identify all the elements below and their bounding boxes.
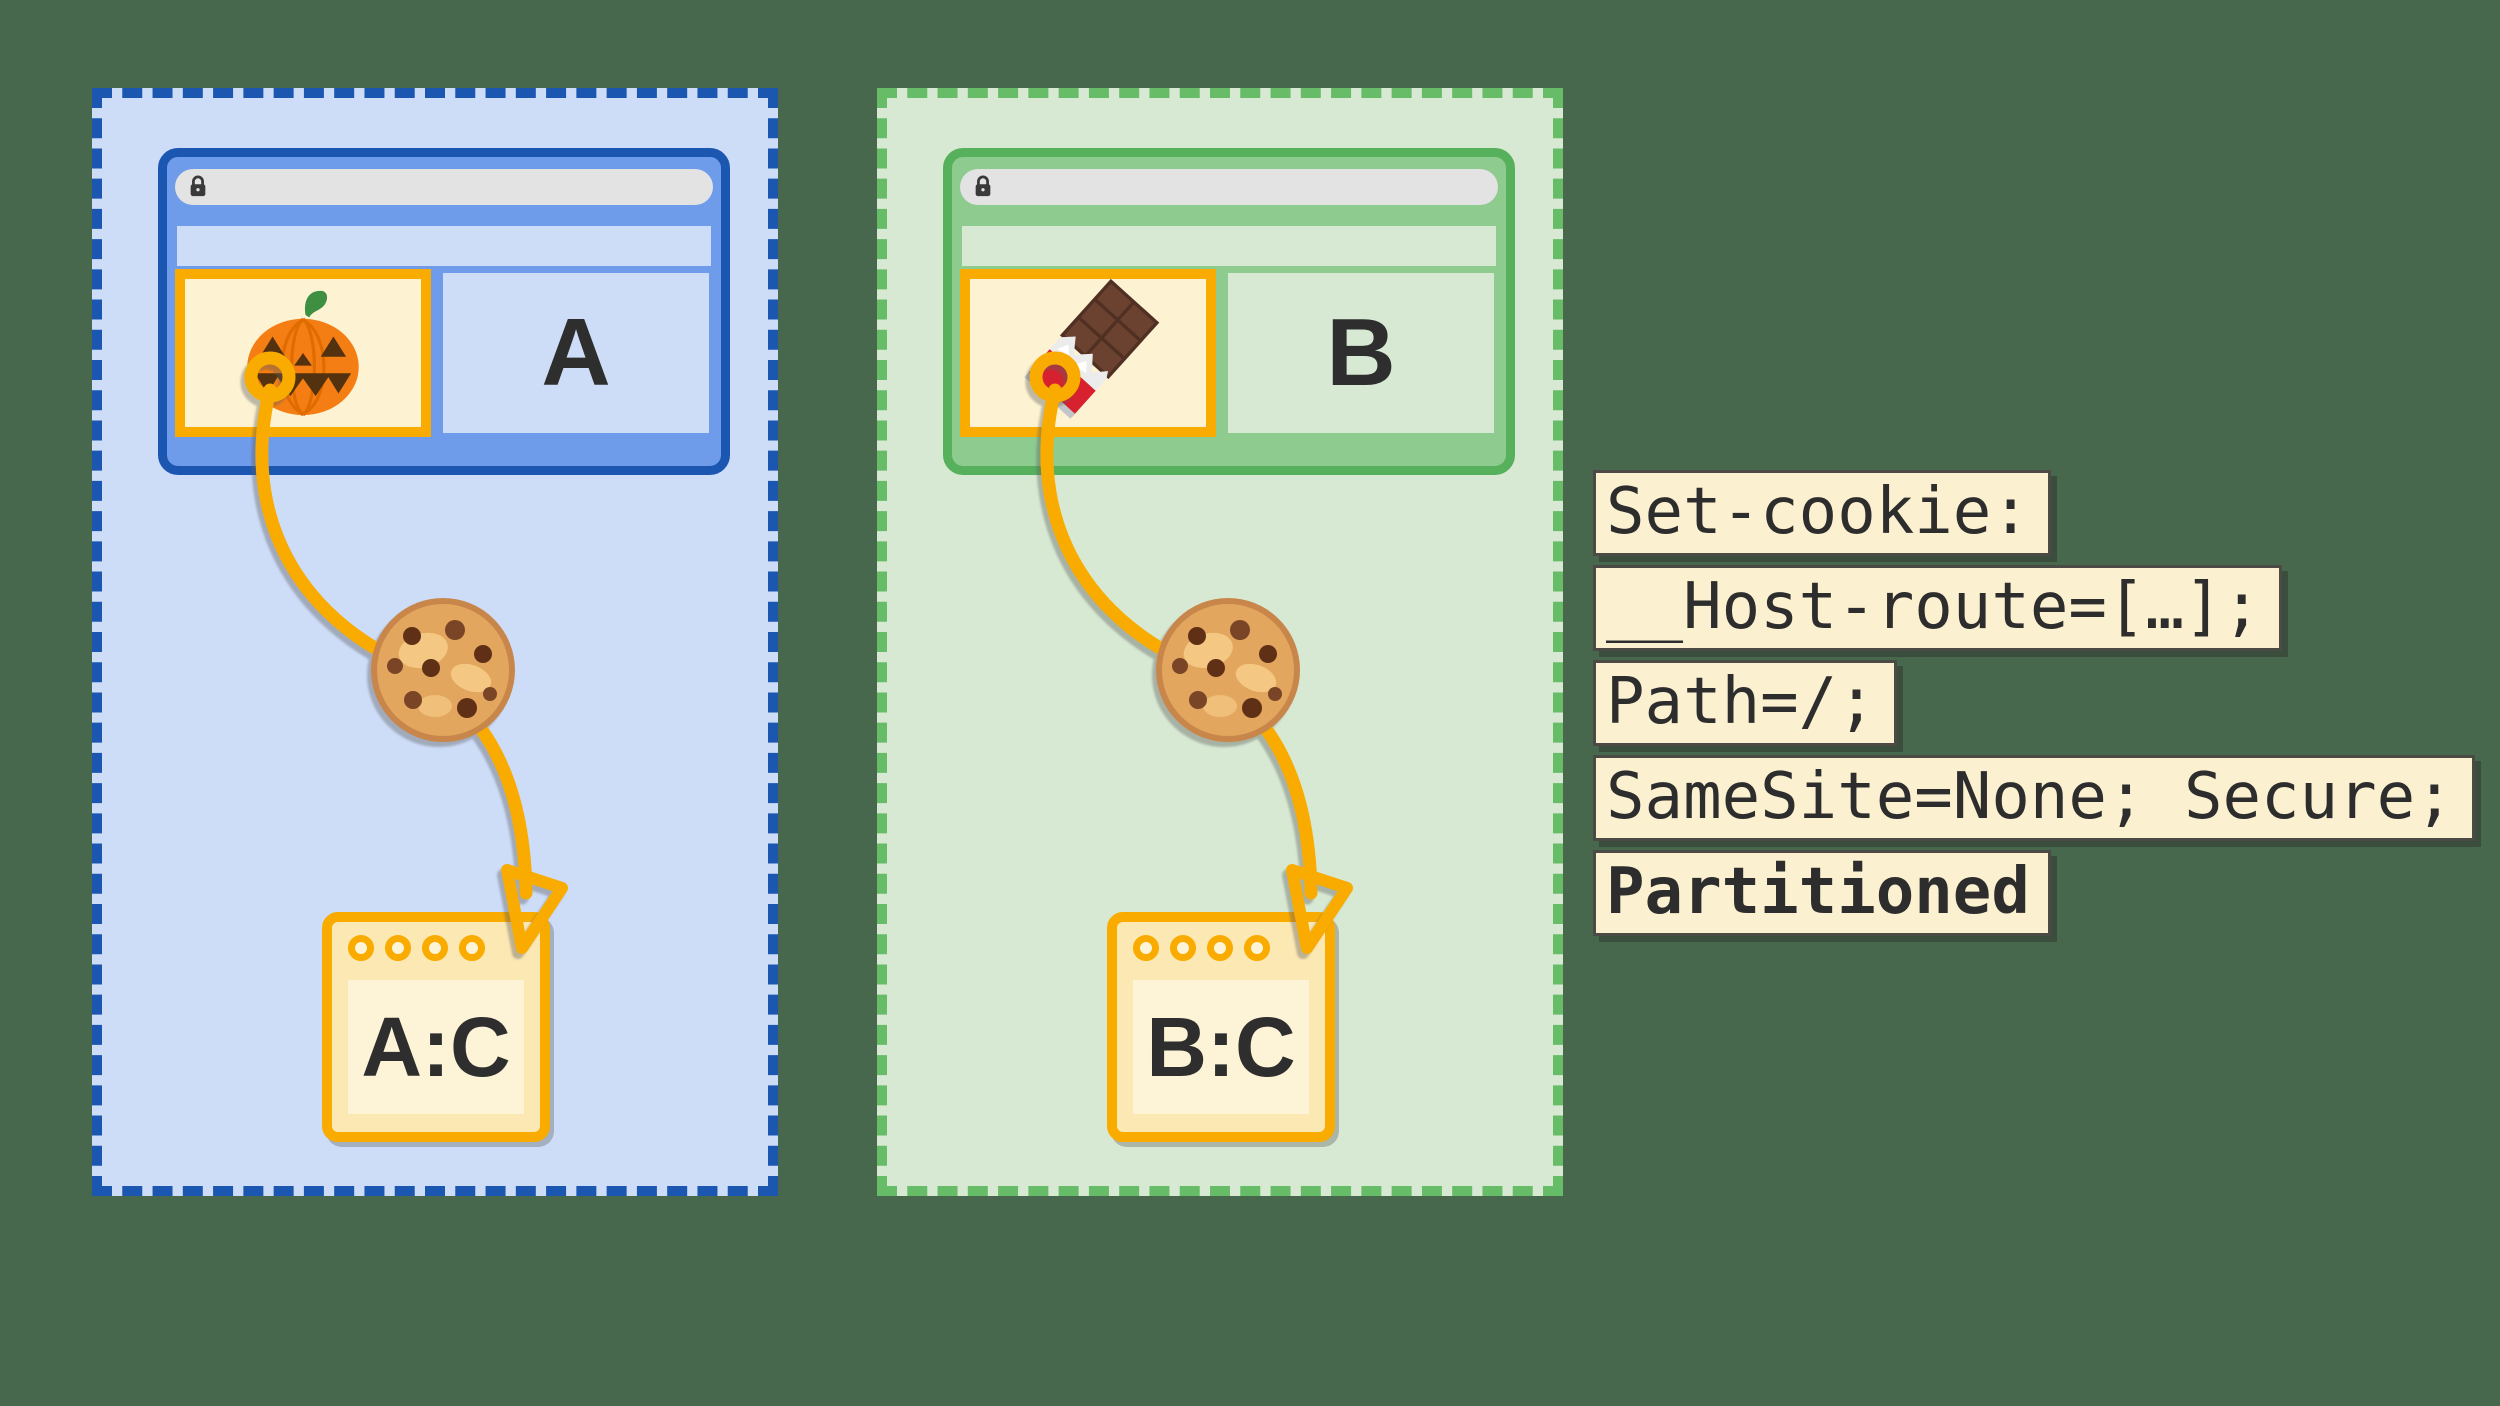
code-line-host-route: __Host-route=[…]; bbox=[1593, 565, 2283, 651]
jar-dot-icon bbox=[422, 935, 448, 961]
jar-dot-icon bbox=[348, 935, 374, 961]
jar-dot-icon bbox=[1207, 935, 1233, 961]
address-bar bbox=[175, 169, 713, 205]
code-line-path: Path=/; bbox=[1593, 660, 1897, 746]
lock-icon bbox=[190, 175, 206, 197]
code-line-samesite: SameSite=None; Secure; bbox=[1593, 755, 2475, 841]
jar-dot-icon bbox=[385, 935, 411, 961]
code-line-partitioned: Partitioned bbox=[1593, 850, 2051, 936]
jar-dot-icon bbox=[1170, 935, 1196, 961]
site-partition-b: B B:C bbox=[877, 88, 1563, 1196]
jar-dots bbox=[1133, 935, 1270, 961]
partitioned-cookie-jar-a: A:C bbox=[322, 912, 550, 1142]
jar-dot-icon bbox=[1133, 935, 1159, 961]
jar-dots bbox=[348, 935, 485, 961]
page-content-strip bbox=[177, 226, 711, 266]
browser-window-a: A bbox=[158, 148, 730, 475]
browser-window-b: B bbox=[943, 148, 1515, 475]
cookie-icon bbox=[1156, 598, 1300, 742]
lock-icon bbox=[975, 175, 991, 197]
pumpkin-icon bbox=[247, 290, 359, 417]
cookie-icon bbox=[371, 598, 515, 742]
jar-dot-icon bbox=[1244, 935, 1270, 961]
chocolate-bar-icon bbox=[1024, 279, 1160, 419]
jar-label-a: A:C bbox=[348, 980, 524, 1114]
third-party-iframe-b bbox=[960, 269, 1216, 437]
jar-label-b: B:C bbox=[1133, 980, 1309, 1114]
page-content-strip bbox=[962, 226, 1496, 266]
site-partition-a: A A:C bbox=[92, 88, 778, 1196]
jar-dot-icon bbox=[459, 935, 485, 961]
set-cookie-code-block: Set-cookie: __Host-route=[…]; Path=/; Sa… bbox=[1593, 470, 2475, 945]
site-label-a: A bbox=[443, 273, 709, 433]
partitioned-cookie-jar-b: B:C bbox=[1107, 912, 1335, 1142]
address-bar bbox=[960, 169, 1498, 205]
code-line-set-cookie: Set-cookie: bbox=[1593, 470, 2051, 556]
site-label-b: B bbox=[1228, 273, 1494, 433]
third-party-iframe-a bbox=[175, 269, 431, 437]
